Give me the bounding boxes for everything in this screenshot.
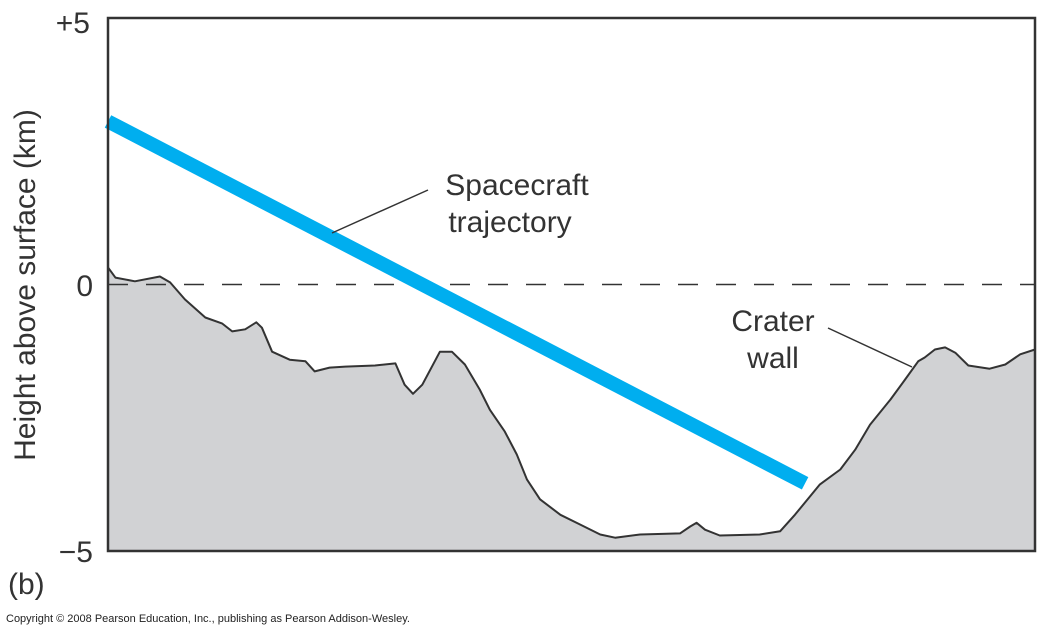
crater-wall-annotation-line1: Crater [731, 305, 814, 338]
spacecraft-trajectory-line [104, 115, 809, 490]
panel-label: (b) [8, 568, 45, 601]
trajectory-leader-line [331, 189, 429, 234]
crater-wall-annotation-line2: wall [746, 342, 799, 375]
terrain-outline [107, 266, 1036, 539]
crater-wall-leader-line [827, 327, 913, 368]
copyright-notice: Copyright © 2008 Pearson Education, Inc.… [6, 613, 410, 625]
trajectory-annotation-line2: trajectory [448, 206, 571, 239]
trajectory-annotation-line1: Spacecraft [445, 169, 589, 202]
terrain-fill [108, 267, 1035, 551]
plot-frame [106, 16, 1037, 553]
y-tick-label-bottom: −5 [59, 536, 93, 569]
y-tick-label-zero: 0 [76, 270, 93, 303]
y-tick-label-top: +5 [56, 7, 90, 40]
y-axis-label: Height above surface (km) [9, 109, 42, 461]
